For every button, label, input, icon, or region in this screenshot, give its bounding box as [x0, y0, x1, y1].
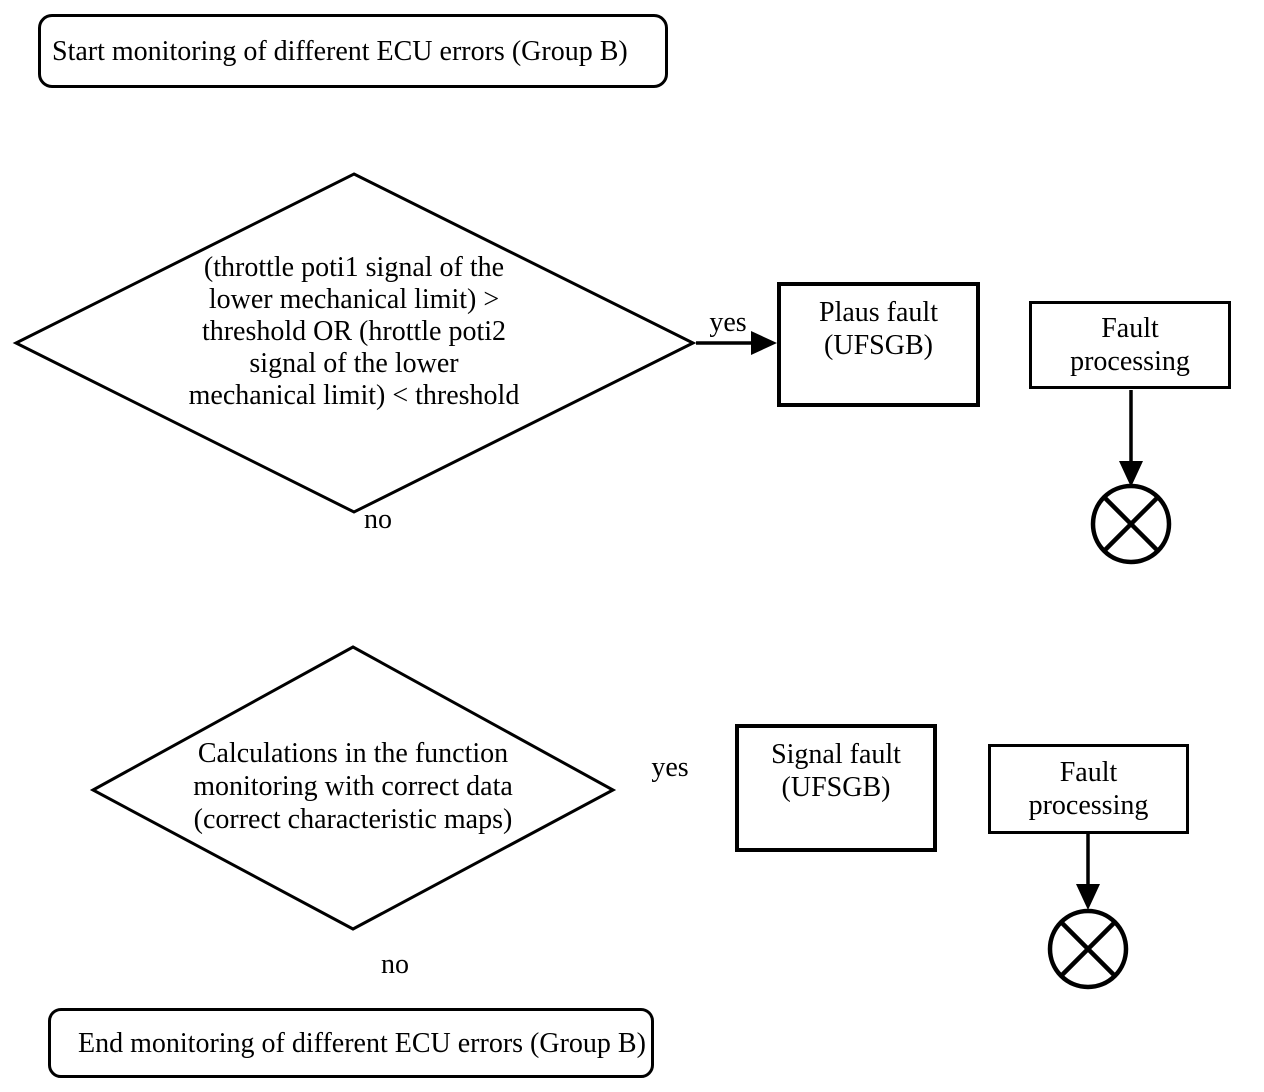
plaus-fault-node: Plaus fault (UFSGB) — [777, 282, 980, 407]
decision2-text-line: Calculations in the function — [197, 738, 509, 769]
decision2-no-label: no — [381, 949, 409, 980]
decision2-text-line: (correct characteristic maps) — [193, 804, 513, 835]
end-node-label: End monitoring of different ECU errors (… — [78, 1027, 646, 1059]
signal-fault-node: Signal fault (UFSGB) — [735, 724, 937, 852]
decision1-diamond — [12, 172, 697, 514]
circle-x-icon — [1090, 483, 1172, 565]
signal-fault-label-line: (UFSGB) — [781, 772, 891, 803]
fault-processing-1-label-line: processing — [1070, 346, 1190, 377]
decision1-text-line: signal of the lower — [249, 348, 459, 379]
fault-processing-1-label-line: Fault — [1101, 313, 1159, 344]
fault-processing-arrow-2 — [1076, 834, 1100, 910]
decision1-text-line: lower mechanical limit) > — [208, 284, 500, 315]
fault-processing-2-label-line: processing — [1028, 790, 1149, 821]
end-node: End monitoring of different ECU errors (… — [48, 1008, 654, 1078]
signal-fault-label-line: Signal fault — [771, 739, 901, 770]
start-node: Start monitoring of different ECU errors… — [38, 14, 668, 88]
decision1-text: (throttle poti1 signal of the lower mech… — [164, 252, 544, 412]
plaus-fault-label-line: Plaus fault — [819, 297, 938, 328]
decision2-text-line: monitoring with correct data — [193, 771, 513, 802]
decision1-no-label: no — [364, 504, 392, 535]
decision2-text: Calculations in the function monitoring … — [153, 737, 553, 836]
circle-x-icon — [1047, 908, 1129, 990]
plaus-fault-label-line: (UFSGB) — [824, 330, 933, 361]
fault-processing-2-node: Fault processing — [988, 744, 1189, 834]
decision1-text-line: mechanical limit) < threshold — [188, 380, 520, 411]
fault-processing-2-label-line: Fault — [1059, 757, 1118, 788]
fault-processing-1-node: Fault processing — [1029, 301, 1231, 389]
decision1-text-line: (throttle poti1 signal of the — [203, 252, 505, 283]
decision2-diamond — [89, 645, 617, 931]
decision2-yes-label: yes — [651, 752, 689, 783]
fault-processing-arrow-1 — [1119, 390, 1143, 487]
decision1-text-line: threshold OR (hrottle poti2 — [201, 316, 507, 347]
decision1-yes-label: yes — [709, 307, 747, 338]
yes-arrow-1 — [696, 331, 777, 355]
start-node-label: Start monitoring of different ECU errors… — [52, 35, 628, 67]
